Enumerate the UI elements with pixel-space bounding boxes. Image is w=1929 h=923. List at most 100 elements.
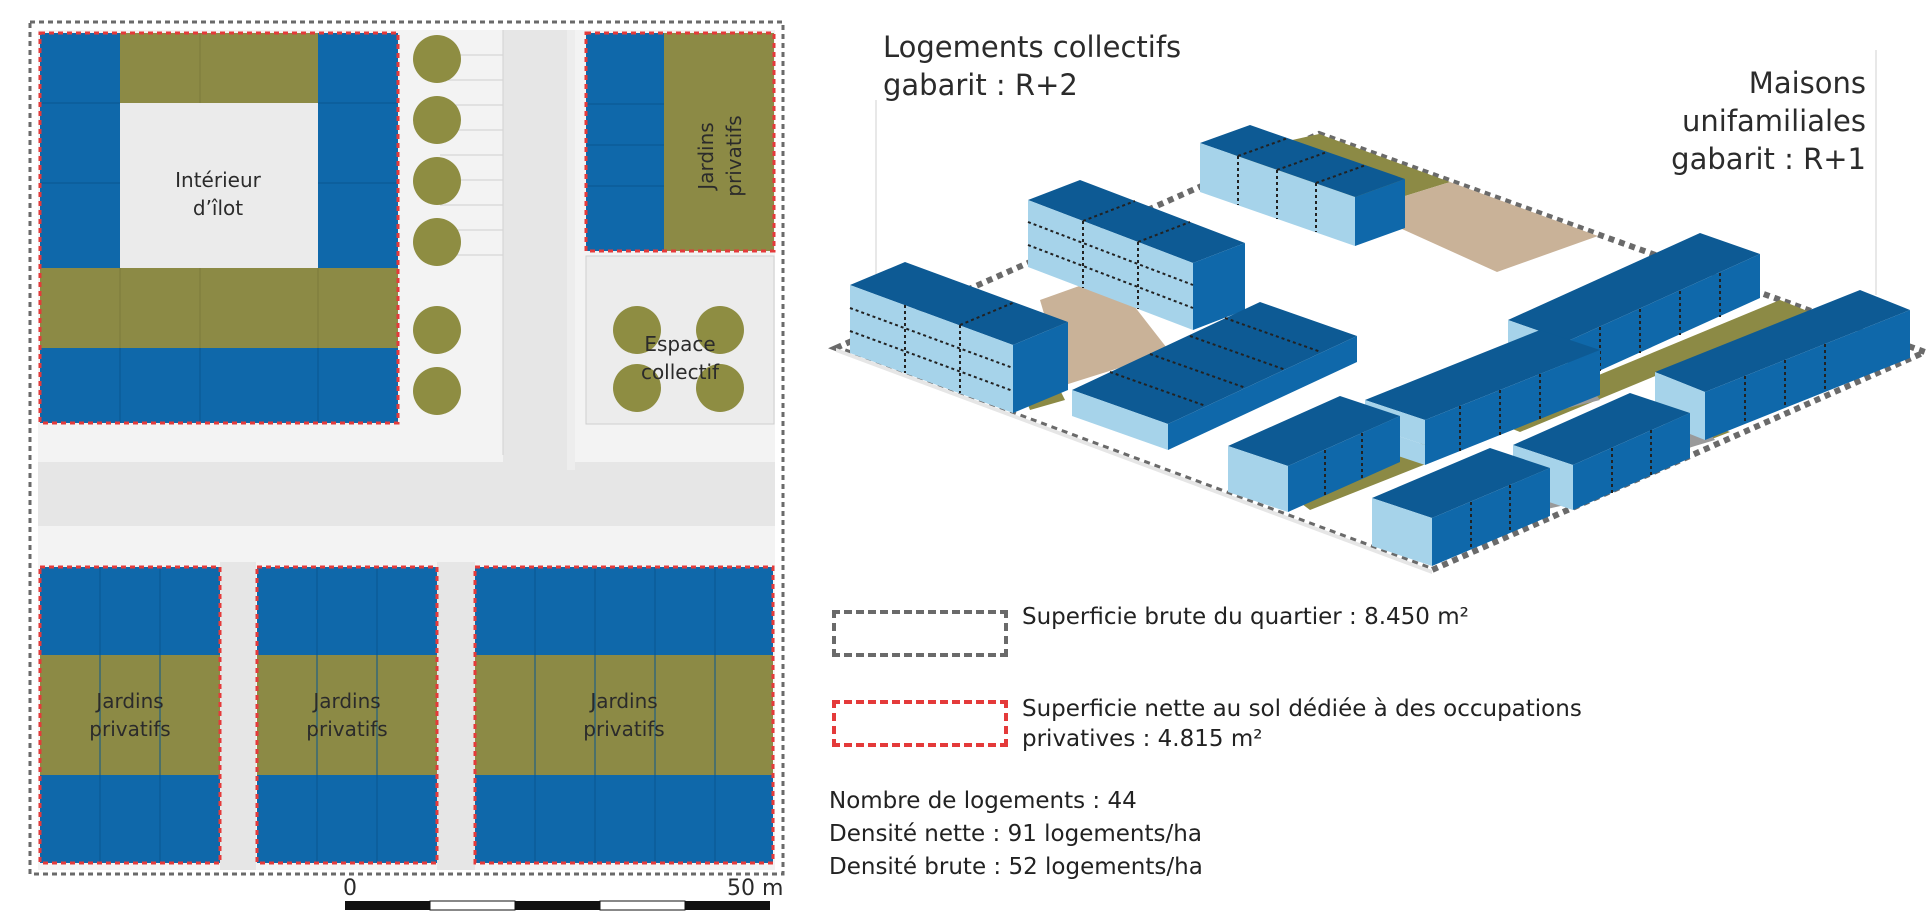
net-boundary-top-right bbox=[584, 31, 776, 253]
house-block-bottom-2 bbox=[255, 565, 439, 865]
building-collective-top bbox=[1200, 125, 1405, 246]
house-row-south bbox=[40, 775, 220, 863]
tree bbox=[413, 157, 461, 205]
label-interieur: Intérieur d’îlot bbox=[175, 168, 261, 220]
roof bbox=[1655, 290, 1910, 392]
tree bbox=[413, 306, 461, 354]
building-collective-center bbox=[1027, 180, 1245, 330]
title-houses-line1: Maisons unifamiliales bbox=[1682, 66, 1866, 138]
tree bbox=[613, 306, 661, 354]
legend-net-swatch bbox=[832, 700, 1008, 747]
building-east bbox=[318, 33, 398, 268]
legend-gross-swatch bbox=[832, 610, 1008, 657]
title-houses-line2: gabarit : R+1 bbox=[1671, 142, 1866, 176]
scale-bar bbox=[345, 900, 770, 911]
face-right bbox=[1573, 413, 1690, 510]
scale-seg bbox=[599, 900, 686, 911]
title-collective: Logements collectifs gabarit : R+2 bbox=[883, 28, 1181, 104]
roof bbox=[1372, 448, 1550, 518]
net-boundary bbox=[255, 565, 439, 865]
face-right bbox=[1288, 416, 1400, 512]
net-boundary bbox=[38, 565, 222, 865]
face-left bbox=[850, 285, 1013, 413]
house-block-top-right bbox=[584, 31, 776, 253]
roof bbox=[1200, 125, 1405, 197]
house-row-4 bbox=[1228, 396, 1400, 512]
sidewalk-right bbox=[567, 30, 575, 470]
collective-block bbox=[38, 31, 400, 425]
tree bbox=[413, 35, 461, 83]
private-garden bbox=[257, 655, 437, 775]
house-block-bottom-1 bbox=[38, 565, 222, 865]
site-plan bbox=[28, 20, 785, 911]
face-right bbox=[1705, 310, 1910, 440]
roof bbox=[1028, 180, 1245, 263]
title-collective-line1: Logements collectifs bbox=[883, 30, 1182, 64]
face-right bbox=[1013, 322, 1068, 413]
title-collective-line2: gabarit : R+2 bbox=[883, 68, 1078, 102]
building-west bbox=[40, 33, 120, 268]
tree bbox=[613, 364, 661, 412]
house-row-north bbox=[40, 567, 220, 655]
tree bbox=[413, 96, 461, 144]
courtyard-iso-2 bbox=[1040, 275, 1170, 385]
net-boundary-collective bbox=[38, 31, 400, 425]
scale-end-label: 50 m bbox=[727, 876, 784, 901]
roof bbox=[850, 262, 1068, 345]
legend-net-line2: privatives : 4.815 m² bbox=[1022, 726, 1263, 752]
tree bbox=[696, 364, 744, 412]
roof bbox=[1365, 330, 1600, 420]
face-left bbox=[1028, 200, 1193, 330]
stat-gross-density: Densité brute : 52 logements/ha bbox=[829, 854, 1203, 880]
tree bbox=[413, 218, 461, 266]
house-row-5 bbox=[1513, 393, 1690, 510]
private-garden bbox=[40, 655, 220, 775]
scale-seg bbox=[429, 900, 516, 911]
building-south bbox=[40, 348, 398, 423]
house-row-north bbox=[257, 567, 437, 655]
legend-net-line1: Superficie nette au sol dédiée à des occ… bbox=[1022, 696, 1582, 722]
title-houses: Maisons unifamiliales gabarit : R+1 bbox=[1560, 64, 1866, 178]
roof bbox=[1508, 233, 1760, 341]
house-row bbox=[586, 33, 664, 251]
lane-2 bbox=[437, 562, 475, 870]
roof bbox=[1072, 302, 1357, 424]
face-right bbox=[1168, 336, 1357, 450]
stat-net-density: Densité nette : 91 logements/ha bbox=[829, 821, 1202, 847]
block-garden-bottom bbox=[40, 268, 398, 348]
road-horizontal bbox=[38, 462, 775, 526]
ground-plate-edge bbox=[836, 348, 1432, 574]
scale-seg bbox=[345, 901, 430, 910]
house-row-south bbox=[257, 775, 437, 863]
scale-seg bbox=[685, 901, 770, 910]
private-garden bbox=[664, 33, 774, 251]
tree bbox=[696, 306, 744, 354]
courtyard bbox=[120, 103, 318, 268]
legend-gross-label: Superficie brute du quartier : 8.450 m² bbox=[1022, 604, 1469, 630]
stat-dwellings: Nombre de logements : 44 bbox=[829, 788, 1137, 814]
isometric-view bbox=[828, 50, 1929, 574]
gross-boundary bbox=[28, 20, 785, 876]
face-right bbox=[1355, 179, 1405, 246]
face-right bbox=[1425, 350, 1600, 465]
house-row-north bbox=[475, 567, 773, 655]
face-left bbox=[1072, 390, 1168, 450]
roof bbox=[1513, 393, 1690, 465]
face-left bbox=[1228, 446, 1288, 512]
legend-net-label: Superficie nette au sol dédiée à des occ… bbox=[1022, 694, 1582, 754]
house-block-bottom-3 bbox=[473, 565, 775, 865]
label-jardins-bottom-1: Jardins privatifs bbox=[89, 689, 171, 741]
roof bbox=[1228, 396, 1400, 466]
scale-seg bbox=[515, 901, 600, 910]
label-espace-collectif: Espace collectif bbox=[640, 332, 720, 384]
house-row-6 bbox=[1372, 448, 1550, 566]
face-right bbox=[1568, 254, 1760, 385]
face-right bbox=[1193, 243, 1245, 330]
label-jardins-bottom-2: Jardins privatifs bbox=[306, 689, 388, 741]
label-jardins-bottom-3: Jardins privatifs bbox=[583, 689, 665, 741]
building-row-center bbox=[1072, 302, 1357, 450]
lane-1 bbox=[220, 562, 256, 870]
house-row-south bbox=[475, 775, 773, 863]
net-boundary bbox=[473, 565, 775, 865]
tree bbox=[413, 367, 461, 415]
